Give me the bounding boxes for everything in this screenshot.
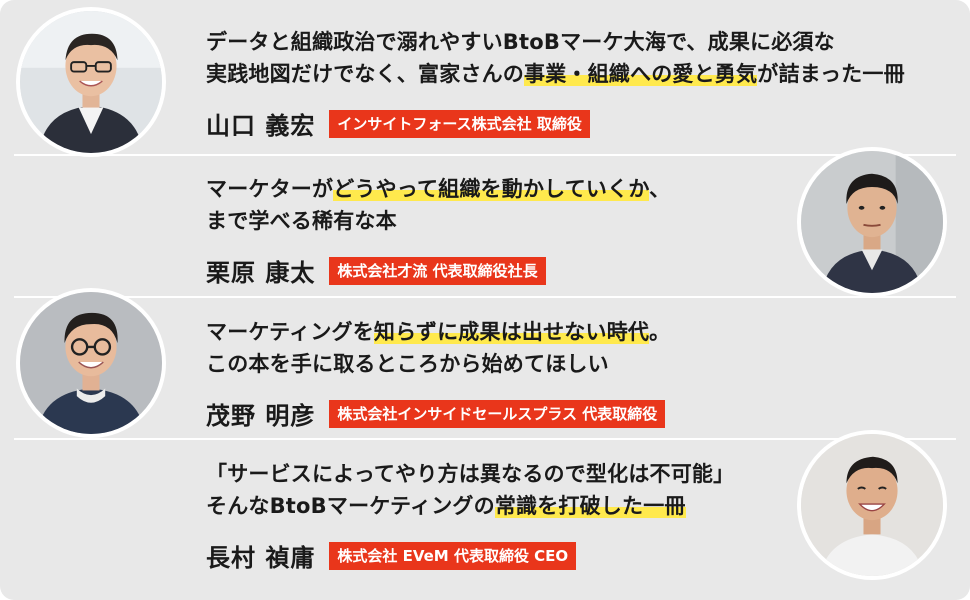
person-name: 長村 禎庸 bbox=[206, 544, 316, 572]
quote-line: まで学べる稀有な本 bbox=[206, 205, 670, 237]
person-portrait-icon bbox=[20, 11, 162, 153]
quote-yamaguchi: データと組織政治で溺れやすいBtoBマーケ大海で、成果に必須な 実践地図だけでな… bbox=[206, 26, 905, 90]
quote-line: 「サービスによってやり方は異なるので型化は不可能」 bbox=[206, 458, 734, 490]
quote-line: そんなBtoBマーケティングの常識を打破した一冊 bbox=[206, 490, 734, 522]
quote-line: データと組織政治で溺れやすいBtoBマーケ大海で、成果に必須な bbox=[206, 26, 905, 58]
quote-line: マーケティングを知らずに成果は出せない時代。 bbox=[206, 316, 670, 348]
name-row-shigeno: 茂野 明彦 株式会社インサイドセールスプラス 代表取締役 bbox=[206, 396, 666, 431]
person-portrait-icon bbox=[801, 151, 943, 293]
highlighted-text: 常識を打破した一冊 bbox=[494, 494, 686, 518]
quote-nagamura: 「サービスによってやり方は異なるので型化は不可能」 そんなBtoBマーケティング… bbox=[206, 458, 734, 522]
quote-text: マーケターが bbox=[206, 177, 334, 201]
avatar-yamaguchi bbox=[16, 7, 166, 157]
name-row-nagamura: 長村 禎庸 株式会社 EVeM 代表取締役 CEO bbox=[206, 538, 577, 573]
highlighted-text: 知らずに成果は出せない時代 bbox=[373, 320, 650, 344]
person-portrait-icon bbox=[801, 434, 943, 576]
quote-line: 実践地図だけでなく、富家さんの事業・組織への愛と勇気が詰まった一冊 bbox=[206, 58, 905, 90]
quote-text: そんなBtoBマーケティングの bbox=[206, 494, 495, 518]
quote-text: マーケティングを bbox=[206, 320, 374, 344]
quote-line: マーケターがどうやって組織を動かしていくか、 bbox=[206, 173, 670, 205]
quote-text: データと組織政治で溺れやすいBtoBマーケ大海で、成果に必須な bbox=[206, 30, 835, 54]
highlighted-text: 事業・組織への愛と勇気 bbox=[524, 62, 758, 86]
name-row-kurihara: 栗原 康太 株式会社才流 代表取締役社長 bbox=[206, 253, 546, 288]
avatar-kurihara bbox=[797, 147, 947, 297]
quote-text: まで学べる稀有な本 bbox=[206, 209, 397, 233]
quote-text: 「サービスによってやり方は異なるので型化は不可能」 bbox=[206, 462, 735, 486]
quote-text: 、 bbox=[649, 177, 671, 201]
title-badge: 株式会社 EVeM 代表取締役 CEO bbox=[329, 541, 577, 570]
quote-line: この本を手に取るところから始めてほしい bbox=[206, 348, 670, 380]
avatar-nagamura bbox=[797, 430, 947, 580]
quote-kurihara: マーケターがどうやって組織を動かしていくか、 まで学べる稀有な本 bbox=[206, 173, 670, 237]
quote-text: この本を手に取るところから始めてほしい bbox=[206, 352, 609, 376]
avatar-shigeno bbox=[16, 288, 166, 438]
divider bbox=[14, 154, 956, 156]
divider bbox=[14, 438, 956, 440]
title-badge: インサイトフォース株式会社 取締役 bbox=[329, 109, 590, 138]
person-name: 茂野 明彦 bbox=[206, 402, 316, 430]
person-name: 栗原 康太 bbox=[206, 259, 316, 287]
title-badge: 株式会社インサイドセールスプラス 代表取締役 bbox=[329, 399, 666, 428]
person-name: 山口 義宏 bbox=[206, 112, 316, 140]
name-row-yamaguchi: 山口 義宏 インサイトフォース株式会社 取締役 bbox=[206, 106, 590, 141]
divider bbox=[14, 296, 956, 298]
quote-text: が詰まった一冊 bbox=[757, 62, 905, 86]
person-portrait-icon bbox=[20, 292, 162, 434]
quote-text: 実践地図だけでなく、富家さんの bbox=[206, 62, 524, 86]
title-badge: 株式会社才流 代表取締役社長 bbox=[329, 256, 546, 285]
highlighted-text: どうやって組織を動かしていくか bbox=[333, 177, 650, 201]
quote-shigeno: マーケティングを知らずに成果は出せない時代。 この本を手に取るところから始めてほ… bbox=[206, 316, 670, 380]
quote-text: 。 bbox=[649, 320, 671, 344]
